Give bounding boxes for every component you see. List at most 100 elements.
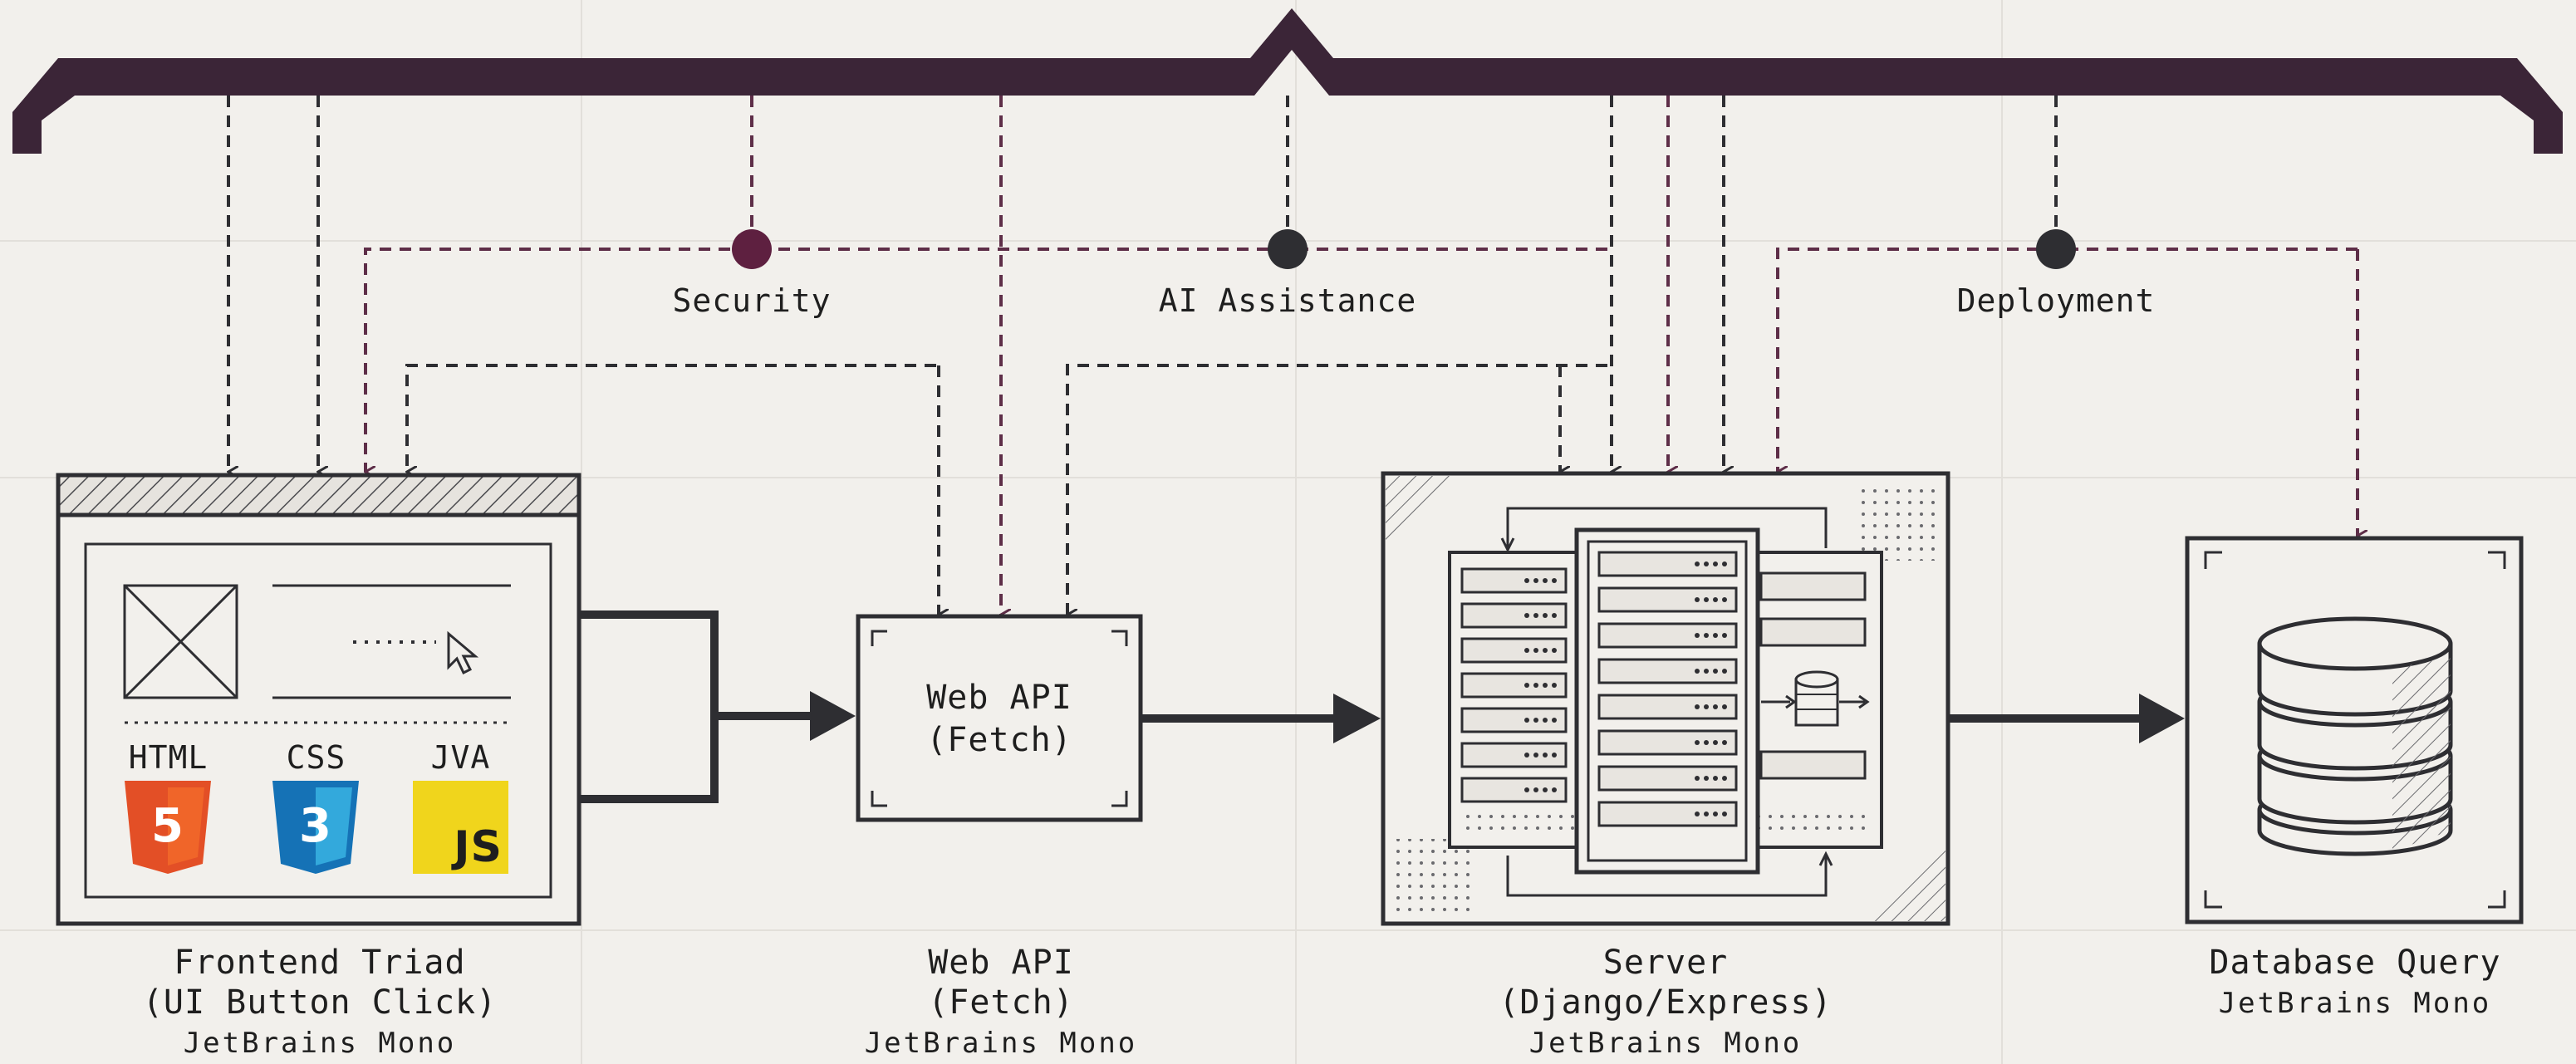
rack-led: [1704, 669, 1709, 674]
rack-slot: [1460, 742, 1568, 768]
mouse-cursor-icon: [447, 630, 479, 675]
rack-led: [1722, 776, 1727, 781]
frontend-window: [56, 473, 581, 926]
rack-slot: [1460, 602, 1568, 629]
rack-slot: [1460, 707, 1568, 733]
ai-assistance-label: AI Assistance: [1158, 282, 1417, 319]
top-brace-bar: [12, 8, 2563, 154]
rack-led: [1543, 648, 1548, 653]
rack-led: [1695, 704, 1700, 709]
rack-led: [1524, 648, 1529, 653]
rack-led: [1552, 683, 1557, 688]
rack-led: [1533, 578, 1538, 583]
rack-led: [1695, 633, 1700, 638]
rack-slot: [1460, 567, 1568, 594]
rack-slot: [1460, 777, 1568, 803]
rack-led: [1533, 718, 1538, 723]
rack-led: [1704, 811, 1709, 816]
css-label: CSS: [286, 739, 346, 776]
image-placeholder-icon: [123, 584, 238, 699]
rack-led: [1704, 776, 1709, 781]
ink-connectors: [227, 96, 2058, 615]
database-box: [2185, 536, 2524, 924]
rack-led: [1713, 561, 1718, 566]
ai-assistance-dot: [1268, 229, 1308, 269]
rack-led: [1552, 753, 1557, 758]
rack-led: [1533, 753, 1538, 758]
js-icon: [413, 781, 508, 874]
arrow-to-webapi: [810, 691, 856, 741]
rack-led: [1524, 578, 1529, 583]
rack-led: [1722, 740, 1727, 745]
server-mini-database-icon: [1761, 670, 1870, 727]
html5-badge-number: 5: [151, 799, 184, 853]
rack-slot: [1460, 637, 1568, 664]
rack-led: [1695, 776, 1700, 781]
arrow-to-server: [1333, 694, 1381, 743]
rack-led: [1704, 561, 1709, 566]
rack-led: [1695, 669, 1700, 674]
rack-led: [1543, 683, 1548, 688]
rack-led: [1552, 718, 1557, 723]
html5-icon: [125, 781, 211, 874]
css3-badge-number: 3: [299, 799, 332, 853]
server-caption-font: JetBrains Mono: [1528, 1027, 1803, 1060]
rack-led: [1713, 704, 1718, 709]
rack-led: [1713, 633, 1718, 638]
rack-led: [1713, 811, 1718, 816]
security-label: Security: [672, 282, 832, 319]
rack-led: [1543, 753, 1548, 758]
rack-slot: [1460, 672, 1568, 699]
rack-led: [1713, 669, 1718, 674]
deployment-label: Deployment: [1956, 282, 2156, 319]
rack-led: [1695, 597, 1700, 602]
rack-led: [1722, 597, 1727, 602]
rack-led: [1722, 704, 1727, 709]
webapi-caption-title: Web API: [928, 944, 1074, 982]
rack-led: [1552, 613, 1557, 618]
rack-led: [1524, 787, 1529, 792]
rack-led: [1704, 740, 1709, 745]
js-label: JVA: [430, 739, 491, 776]
frontend-caption-font: JetBrains Mono: [183, 1027, 457, 1060]
rack-led: [1695, 561, 1700, 566]
security-dot: [732, 229, 772, 269]
server-caption-subtitle: (Django/Express): [1499, 983, 1833, 1022]
arrow-to-database: [2139, 694, 2185, 743]
plum-connectors: [364, 96, 2358, 615]
rack-led: [1524, 753, 1529, 758]
rack-led: [1722, 669, 1727, 674]
rack-led: [1713, 776, 1718, 781]
css3-icon: [272, 781, 359, 874]
html-label: HTML: [128, 739, 209, 776]
rack-led: [1524, 683, 1529, 688]
rack-led: [1533, 613, 1538, 618]
rack-led: [1543, 787, 1548, 792]
rack-led: [1543, 718, 1548, 723]
rack-led: [1713, 740, 1718, 745]
database-caption-title: Database Query: [2209, 944, 2501, 982]
server-panel: [1381, 471, 1950, 926]
database-caption-font: JetBrains Mono: [2218, 987, 2492, 1020]
rack-led: [1533, 787, 1538, 792]
rack-led: [1695, 740, 1700, 745]
server-rack-left: [1448, 551, 1580, 849]
rack-led: [1543, 578, 1548, 583]
rack-led: [1543, 613, 1548, 618]
window-titlebar: [56, 473, 581, 517]
rack-led: [1722, 633, 1727, 638]
js-badge-text: JS: [454, 822, 503, 872]
webapi-box-title: Web API: [926, 679, 1072, 717]
rack-led: [1704, 597, 1709, 602]
rack-led: [1552, 648, 1557, 653]
rack-led: [1533, 648, 1538, 653]
deployment-dot: [2036, 229, 2076, 269]
webapi-caption-font: JetBrains Mono: [864, 1027, 1138, 1060]
rack-led: [1722, 811, 1727, 816]
webapi-caption-subtitle: (Fetch): [928, 983, 1074, 1022]
server-caption-title: Server: [1602, 944, 1729, 982]
rack-led: [1695, 811, 1700, 816]
webapi-box-subtitle: (Fetch): [926, 721, 1072, 759]
